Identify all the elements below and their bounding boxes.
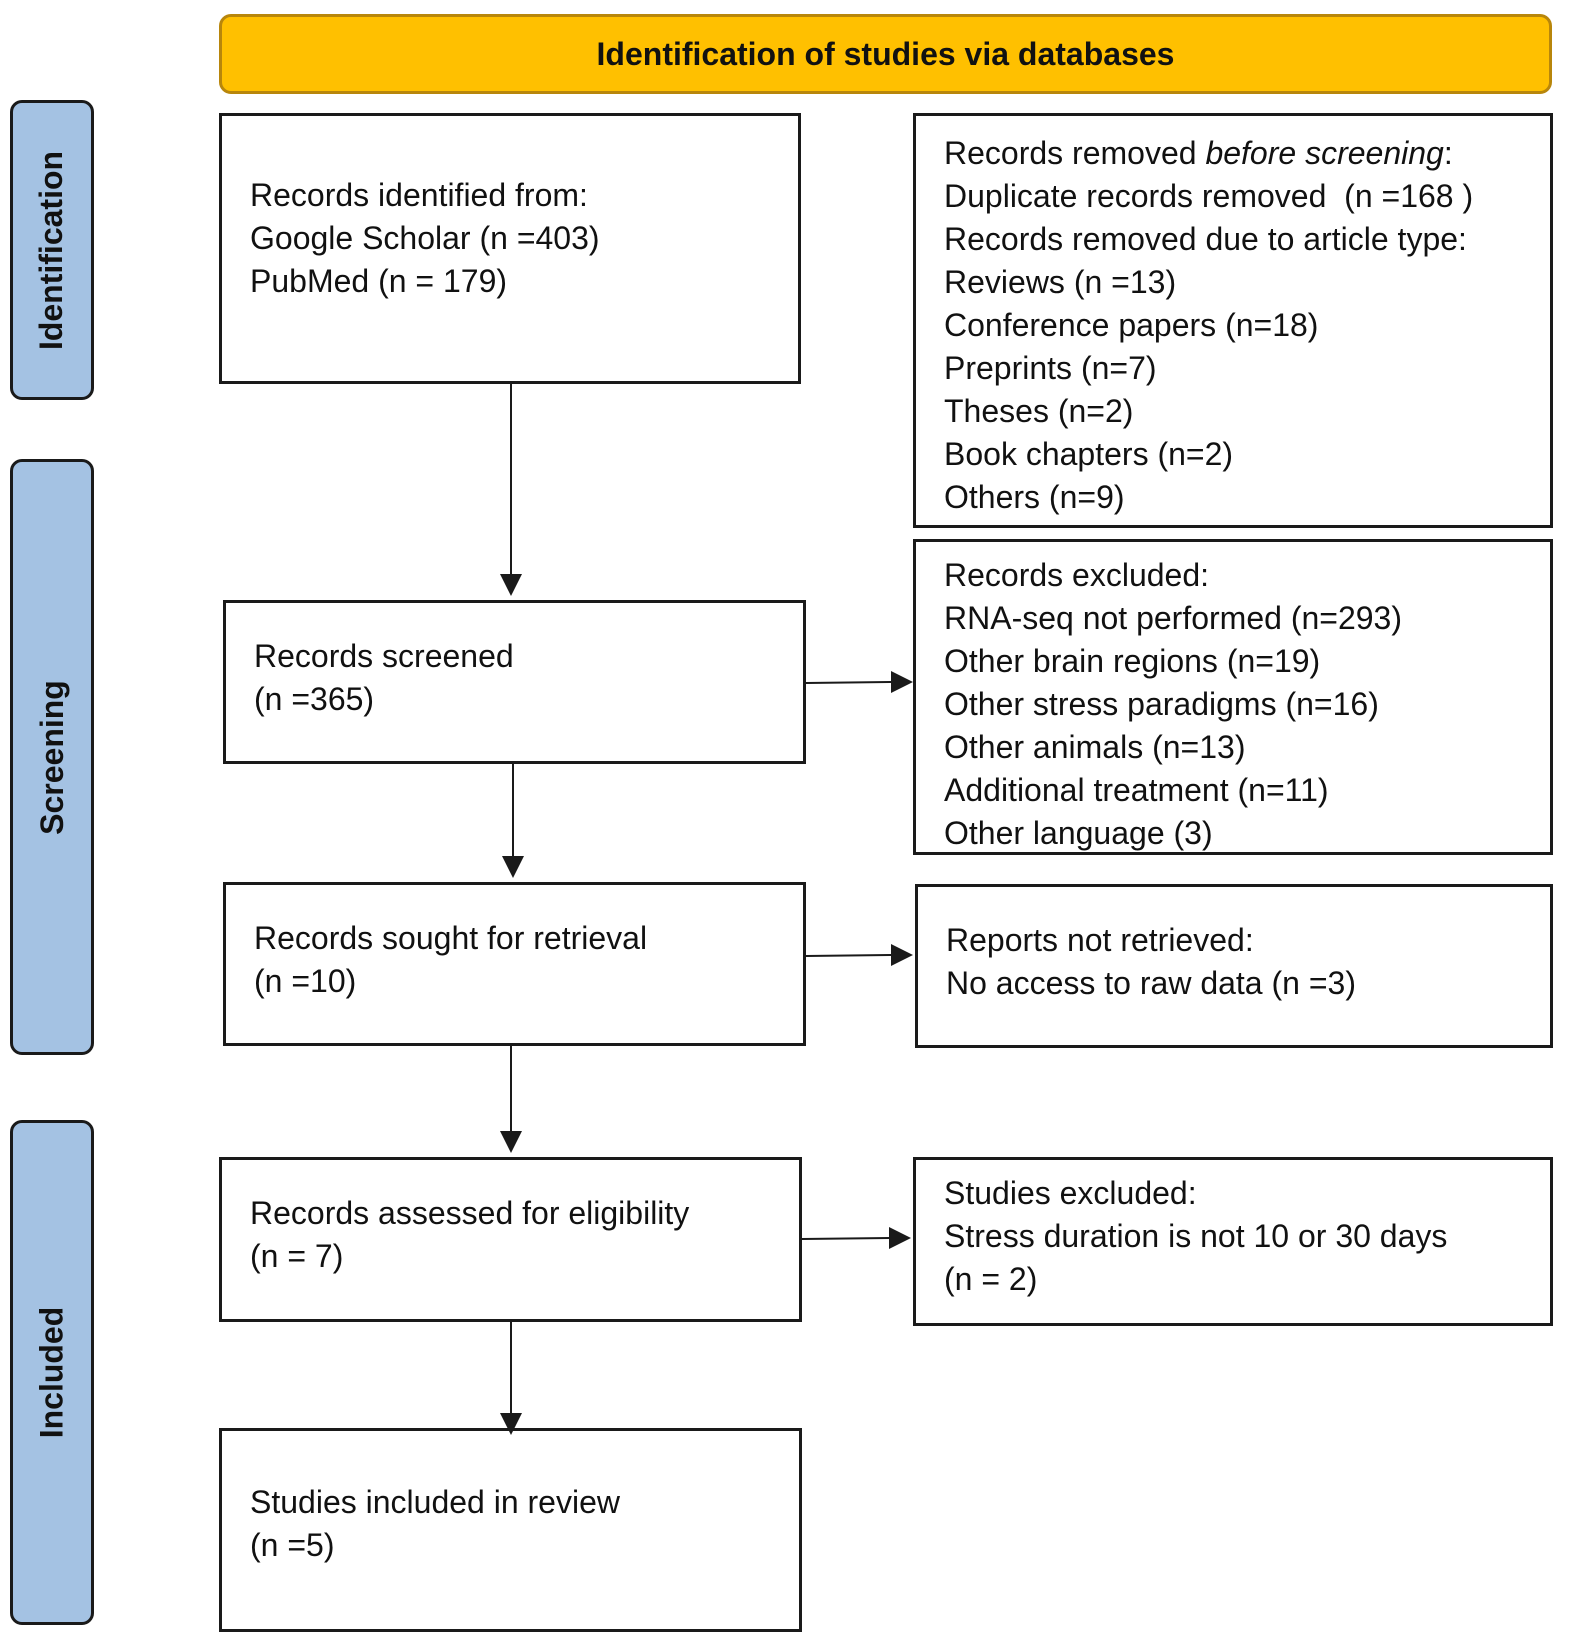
removed-line-7: Book chapters (n=2)	[944, 436, 1234, 472]
records-identified-box: Records identified from: Google Scholar …	[219, 113, 801, 384]
arrowhead-screened-to-retrieval	[502, 856, 524, 878]
not-retrieved-line-1: Reports not retrieved:	[946, 922, 1254, 958]
arrow-screened-to-excluded	[805, 681, 894, 684]
arrowhead-identified-to-screened	[500, 574, 522, 596]
retrieval-line-1: Records sought for retrieval	[254, 920, 648, 956]
removed-line-5: Preprints (n=7)	[944, 350, 1157, 386]
excluded-line-7: Other language (3)	[944, 815, 1213, 851]
reports-not-retrieved-box: Reports not retrieved: No access to raw …	[915, 884, 1553, 1048]
screened-line-2: (n =365)	[254, 681, 375, 717]
eligibility-line-2: (n = 7)	[250, 1237, 344, 1274]
records-eligibility-box: Records assessed for eligibility (n = 7)	[219, 1157, 802, 1322]
retrieval-line-2: (n =10)	[254, 963, 357, 999]
records-removed-box: Records removed before screening: Duplic…	[913, 113, 1553, 528]
removed-heading-prefix: Records removed	[944, 135, 1206, 171]
removed-line-6: Theses (n=2)	[944, 393, 1134, 429]
records-retrieval-box: Records sought for retrieval (n =10)	[223, 882, 806, 1046]
header-bar: Identification of studies via databases	[219, 14, 1552, 94]
studies-excluded-line-1: Studies excluded:	[944, 1175, 1197, 1211]
removed-heading: Records removed before screening:	[944, 132, 1550, 175]
studies-excluded-box: Studies excluded: Stress duration is not…	[913, 1157, 1553, 1326]
eligibility-line-1: Records assessed for eligibility	[250, 1194, 690, 1231]
studies-excluded-line-2: Stress duration is not 10 or 30 days	[944, 1218, 1448, 1254]
records-screened-box: Records screened (n =365)	[223, 600, 806, 764]
removed-line-1: Duplicate records removed (n =168 )	[944, 178, 1474, 214]
identified-line-3: PubMed (n = 179)	[250, 263, 508, 299]
removed-line-3: Reviews (n =13)	[944, 264, 1177, 300]
arrowhead-retrieval-to-not-retrieved	[891, 944, 913, 966]
phase-included: Included	[10, 1120, 94, 1625]
excluded-line-6: Additional treatment (n=11)	[944, 772, 1329, 808]
header-title: Identification of studies via databases	[596, 35, 1175, 72]
phase-identification: Identification	[10, 100, 94, 400]
removed-line-8: Others (n=9)	[944, 479, 1125, 515]
excluded-line-4: Other stress paradigms (n=16)	[944, 686, 1379, 722]
excluded-line-2: RNA-seq not performed (n=293)	[944, 600, 1402, 636]
excluded-line-3: Other brain regions (n=19)	[944, 643, 1321, 679]
not-retrieved-line-2: No access to raw data (n =3)	[946, 965, 1356, 1001]
excluded-line-1: Records excluded:	[944, 557, 1210, 593]
removed-line-2: Records removed due to article type:	[944, 221, 1467, 257]
removed-heading-italic: before screening	[1205, 135, 1444, 171]
arrowhead-retrieval-to-eligibility	[500, 1131, 522, 1153]
arrow-retrieval-to-not-retrieved	[805, 954, 894, 957]
arrowhead-eligibility-to-included	[500, 1413, 522, 1435]
screened-line-1: Records screened	[254, 638, 514, 674]
arrowhead-eligibility-to-studies-excluded	[889, 1227, 911, 1249]
removed-heading-suffix: :	[1443, 135, 1453, 171]
phase-screening: Screening	[10, 459, 94, 1055]
arrow-eligibility-to-studies-excluded	[801, 1237, 892, 1240]
removed-line-4: Conference papers (n=18)	[944, 307, 1319, 343]
studies-included-box: Studies included in review (n =5)	[219, 1428, 802, 1632]
identified-line-2: Google Scholar (n =403)	[250, 220, 600, 256]
included-line-2: (n =5)	[250, 1527, 335, 1563]
arrowhead-screened-to-excluded	[891, 671, 913, 693]
excluded-line-5: Other animals (n=13)	[944, 729, 1246, 765]
identified-line-1: Records identified from:	[250, 177, 588, 213]
records-excluded-box: Records excluded: RNA-seq not performed …	[913, 539, 1553, 855]
included-line-1: Studies included in review	[250, 1484, 620, 1520]
studies-excluded-line-3: (n = 2)	[944, 1261, 1038, 1297]
